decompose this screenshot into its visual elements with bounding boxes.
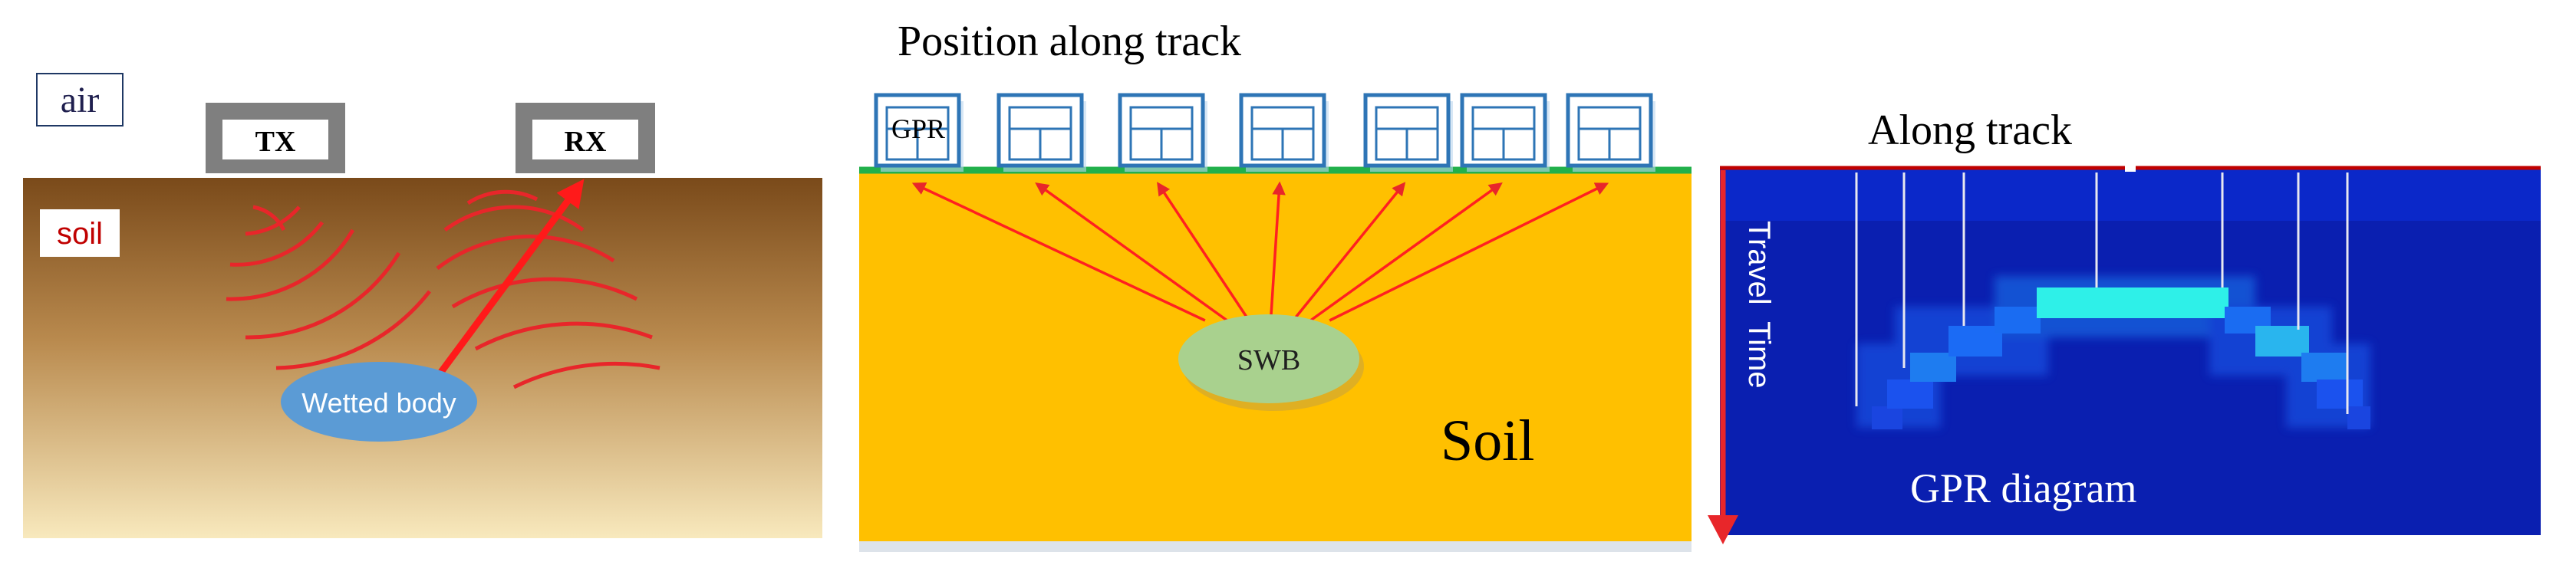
hyperbola-cell: [1910, 353, 1956, 382]
hyperbola-cell: [2037, 288, 2228, 318]
hyperbola-cell: [2347, 406, 2370, 429]
gpr-antenna: [1460, 93, 1550, 172]
time-axis-arrowhead: [1708, 515, 1738, 544]
soil-label-box: [40, 209, 120, 257]
reflection-hyperbola: [1872, 288, 2370, 429]
reflection-ray: [1309, 182, 1503, 322]
transmitted-wavefronts: [226, 205, 431, 370]
rx-label: RX: [565, 126, 607, 158]
tx-label: TX: [255, 126, 296, 158]
gpr-antenna: [1239, 93, 1329, 172]
soil-label: soil: [57, 217, 103, 251]
hyperbola-cell: [1887, 380, 1933, 409]
received-wavefronts: [436, 189, 660, 389]
reflection-ray: [1269, 181, 1286, 321]
reflection-ray: [1035, 182, 1228, 322]
travel-time-label: Travel Time: [1742, 221, 1776, 389]
gpr-antenna: [1566, 93, 1655, 172]
rx-antenna-face: [532, 120, 638, 159]
hyperbola-cell: [1872, 406, 1902, 429]
hyperbola-cell: [2255, 326, 2309, 356]
gpr-antenna: [996, 93, 1086, 172]
gpr-label: GPR: [891, 113, 945, 144]
swb-ellipse: [1178, 314, 1359, 403]
reflection-ray: [1157, 182, 1250, 321]
hyperbola-cell: [1948, 326, 2002, 356]
along-track-title: Along track: [1868, 107, 2072, 154]
panel-3-gpr-radargram: Along track Travel Time GPR diagram: [1708, 107, 2541, 544]
swb-label: SWB: [1237, 344, 1300, 376]
reflection-ray: [1292, 182, 1406, 322]
hyperbola-cell: [2301, 353, 2347, 382]
air-label-box: [36, 73, 124, 127]
gpr-diagram-caption: GPR diagram: [1910, 465, 2136, 511]
hyperbola-cell: [2317, 380, 2363, 409]
wetted-body-label: Wetted body: [301, 387, 456, 419]
top-edge-notch: [2125, 164, 2136, 172]
position-along-track-title: Position along track: [898, 18, 1241, 65]
reflection-rays: [911, 181, 1609, 322]
hyperbola-cell: [1995, 307, 2041, 334]
air-label: air: [61, 80, 100, 120]
reflection-ray: [911, 182, 1206, 322]
panel-1-wetted-body-schematic: air soil TX RX Wetted body: [23, 73, 822, 538]
gpr-antenna: [1118, 93, 1207, 172]
gpr-antenna-row: [874, 93, 1655, 172]
wetted-body: [281, 362, 477, 442]
tx-antenna-face: [222, 120, 328, 159]
radargram-top-band: [1720, 167, 2541, 221]
soil-block-shadow: [859, 541, 1692, 552]
soil-big-label: Soil: [1441, 409, 1535, 473]
gpr-antenna: [874, 93, 964, 172]
panel-2-track-schematic: Position along track GPR SWB Soil: [859, 18, 1692, 552]
gpr-antenna: [1363, 93, 1453, 172]
trace-lines: [1855, 172, 2349, 414]
soil-layer: [23, 178, 822, 538]
reflection-ray: [1329, 182, 1609, 322]
reflection-arrow: [434, 179, 585, 380]
